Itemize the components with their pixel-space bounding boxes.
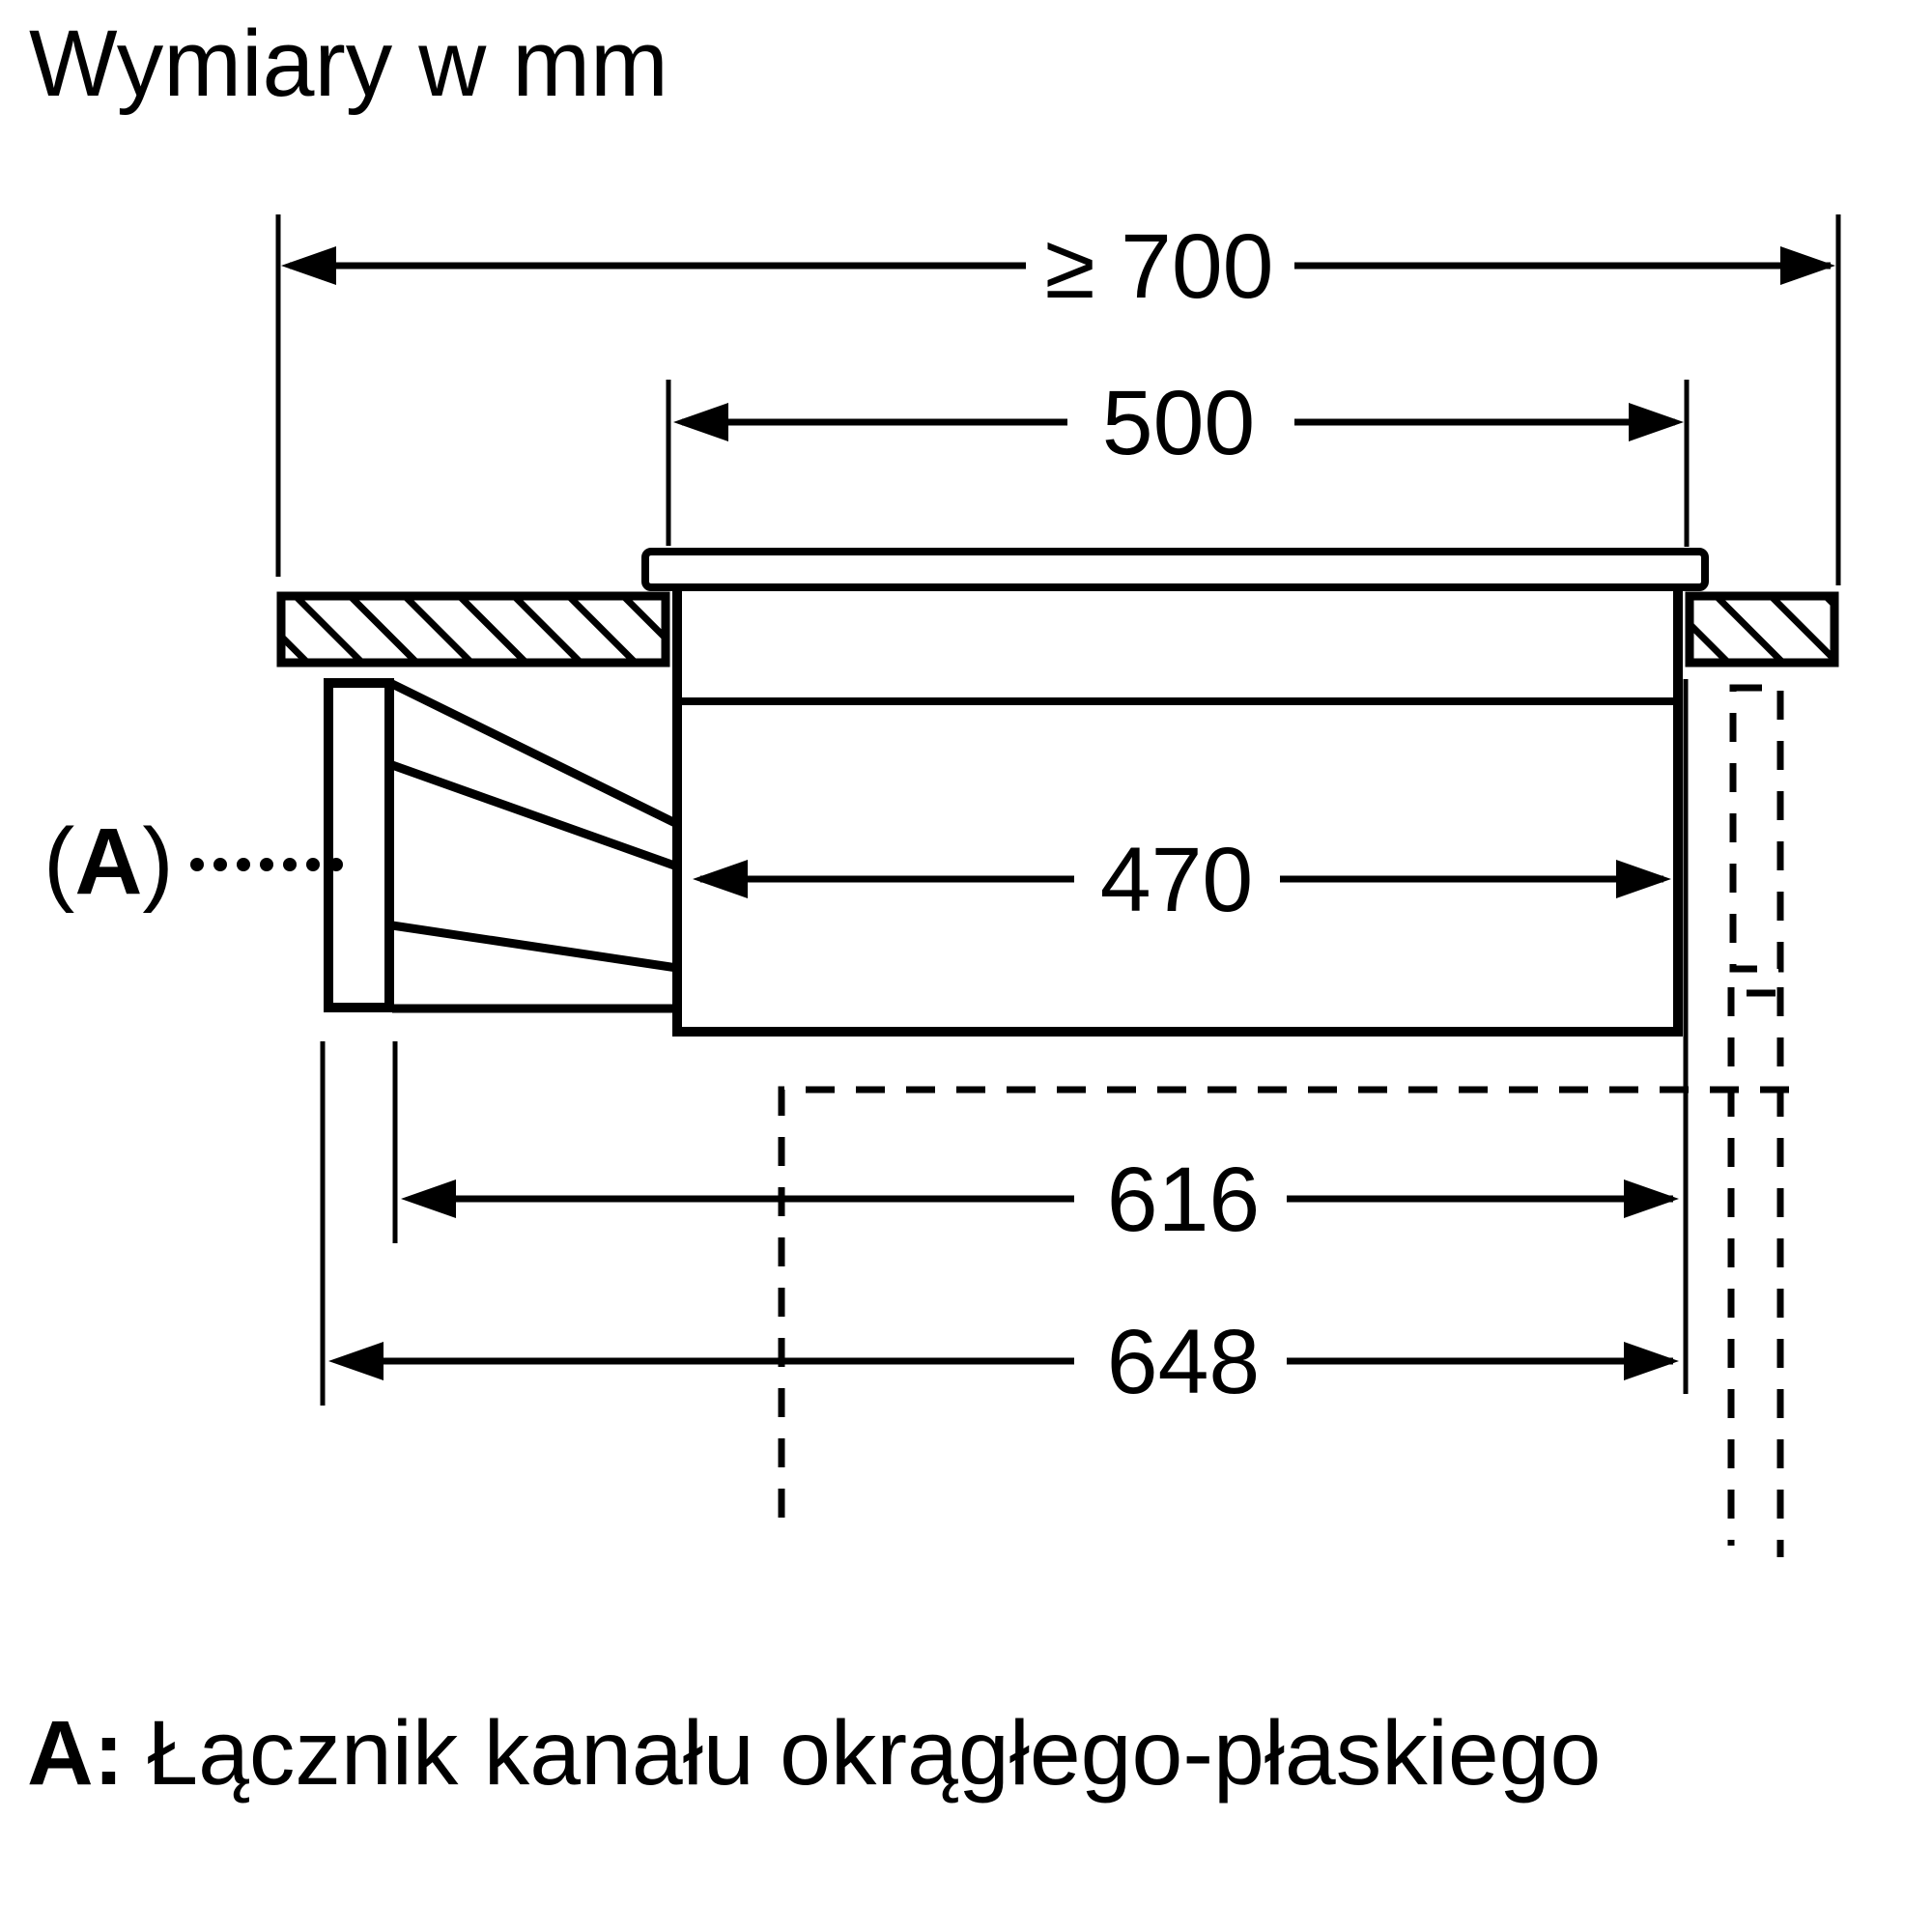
dimension-cutout-width: 500 — [666, 372, 1690, 547]
dimension-label: ≥ 700 — [1044, 215, 1273, 318]
arrowhead-left-icon — [281, 246, 336, 285]
dimension-duct-outer-offset: 648 — [320, 1041, 1679, 1413]
arrowhead-right-icon — [1616, 860, 1671, 898]
arrowhead-left-icon — [693, 860, 748, 898]
countertop-section — [276, 591, 1839, 668]
dimension-duct-inner-offset: 616 — [392, 679, 1689, 1394]
cone-line — [390, 760, 679, 871]
flat-duct-connector-body — [324, 678, 394, 1012]
arrowhead-left-icon — [328, 1342, 384, 1380]
callout-label-A: (A) — [43, 814, 174, 908]
cabinet-clearance-dashed — [778, 1086, 1789, 1538]
countertop-hatch-right — [1685, 591, 1839, 668]
legend-caption: A:Łącznik kanału okrągłego-płaskiego — [27, 1703, 1601, 1804]
arrowhead-right-icon — [1624, 1179, 1679, 1218]
arrowhead-right-icon — [1780, 246, 1835, 285]
dimension-min-worktop-depth: ≥ 700 — [275, 214, 1841, 585]
hob-glass-plate — [641, 548, 1709, 591]
dimension-label: 616 — [1107, 1149, 1261, 1251]
callout-paren-open: ( — [43, 809, 75, 914]
arrowhead-left-icon — [673, 403, 728, 441]
appliance-body-outline — [672, 587, 1683, 1037]
dimension-label: 470 — [1100, 829, 1254, 931]
page-title: Wymiary w mm — [29, 11, 668, 116]
duct-connector — [324, 678, 679, 1013]
arrowhead-left-icon — [401, 1179, 456, 1218]
legend-key: A: — [27, 1702, 125, 1804]
callout-letter: A — [74, 809, 143, 914]
cone-line — [391, 921, 678, 973]
countertop-hatch-left — [276, 591, 670, 668]
cone-line — [390, 679, 679, 829]
arrowhead-right-icon — [1629, 403, 1684, 441]
callout-paren-close: ) — [142, 809, 174, 914]
duct-channel-upper — [1729, 684, 1784, 973]
dimension-appliance-width: 470 — [693, 829, 1671, 931]
legend-text: Łącznik kanału okrągłego-płaskiego — [147, 1702, 1602, 1804]
arrowhead-right-icon — [1624, 1342, 1679, 1380]
dimension-label: 500 — [1102, 372, 1256, 474]
duct-channel-dashed — [778, 684, 1789, 1557]
duct-channel-lower — [1727, 987, 1784, 1557]
callout-leader-dotted — [190, 858, 343, 871]
appliance-body — [672, 587, 1683, 1037]
dimension-label: 648 — [1107, 1311, 1261, 1413]
